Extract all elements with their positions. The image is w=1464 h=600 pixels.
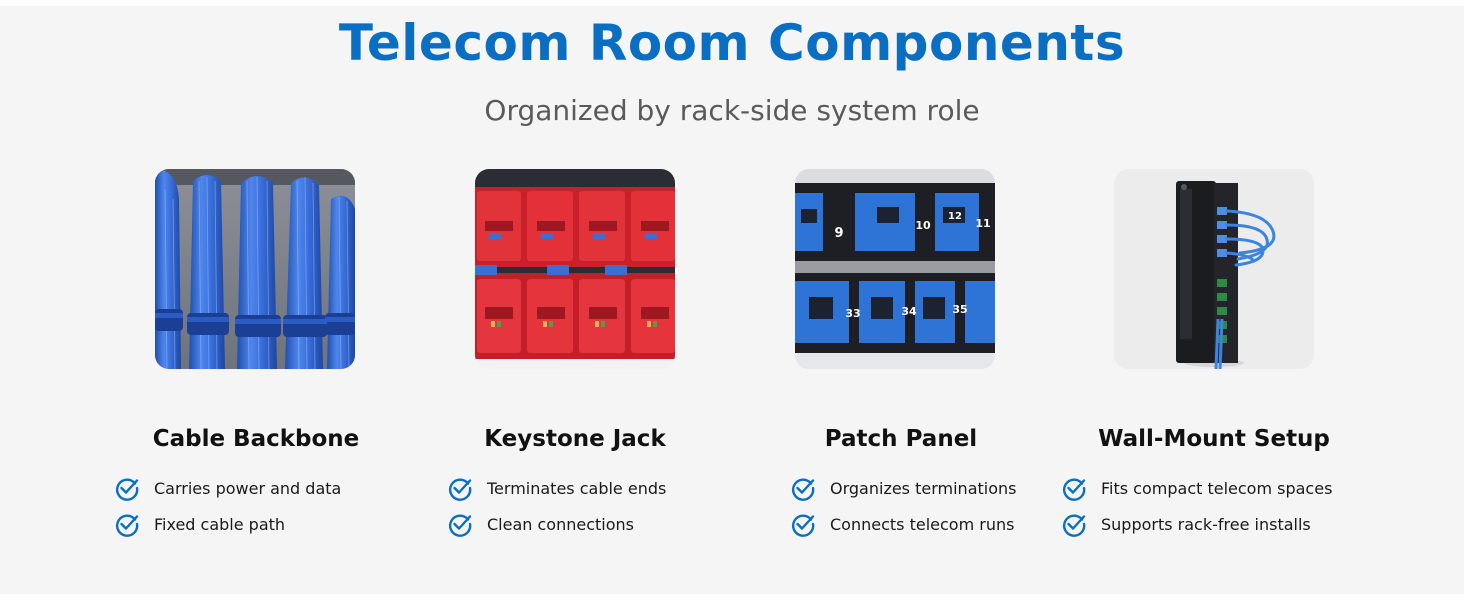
feature-item: Fits compact telecom spaces xyxy=(1061,474,1332,502)
check-circle-icon xyxy=(792,514,815,537)
feature-text: Fixed cable path xyxy=(154,514,286,534)
port-number: 11 xyxy=(975,217,990,230)
port-number: 10 xyxy=(915,219,931,232)
check-circle-icon xyxy=(1063,514,1086,537)
feature-text: Terminates cable ends xyxy=(487,478,667,498)
port-number: 9 xyxy=(834,226,843,241)
check-circle-icon xyxy=(449,478,472,501)
feature-item: Supports rack-free installs xyxy=(1061,510,1311,538)
card-title-keystone-jack: Keystone Jack xyxy=(484,426,666,452)
card-title-wall-mount-setup: Wall-Mount Setup xyxy=(1098,426,1330,452)
feature-text: Clean connections xyxy=(487,514,634,534)
feature-item: Connects telecom runs xyxy=(790,510,1014,538)
card-title-patch-panel: Patch Panel xyxy=(824,426,978,452)
feature-item: Organizes terminations xyxy=(790,474,1016,502)
feature-text: Organizes terminations xyxy=(830,478,1017,498)
check-circle-icon xyxy=(792,478,815,501)
wall-mount-image xyxy=(1114,169,1314,369)
cable-backbone-image xyxy=(155,169,355,369)
patch-panel-image: 9 10 11 12 33 34 35 xyxy=(795,169,995,369)
port-number: 35 xyxy=(952,303,967,316)
check-circle-icon xyxy=(1063,478,1086,501)
check-circle-icon xyxy=(116,514,139,537)
check-circle-icon xyxy=(116,478,139,501)
feature-text: Fits compact telecom spaces xyxy=(1101,478,1333,498)
port-number: 33 xyxy=(845,307,860,320)
keystone-jack-image xyxy=(475,169,675,369)
feature-text: Connects telecom runs xyxy=(830,514,1015,534)
port-number: 12 xyxy=(948,211,962,222)
feature-item: Fixed cable path xyxy=(114,510,285,538)
feature-item: Carries power and data xyxy=(114,474,341,502)
feature-text: Carries power and data xyxy=(154,478,342,498)
page-subtitle: Organized by rack-side system role xyxy=(484,94,980,127)
port-number: 34 xyxy=(901,305,917,318)
card-title-cable-backbone: Cable Backbone xyxy=(152,426,360,452)
feature-item: Clean connections xyxy=(447,510,634,538)
feature-item: Terminates cable ends xyxy=(447,474,666,502)
feature-text: Supports rack-free installs xyxy=(1101,514,1311,534)
page-title: Telecom Room Components xyxy=(338,14,1126,72)
check-circle-icon xyxy=(449,514,472,537)
